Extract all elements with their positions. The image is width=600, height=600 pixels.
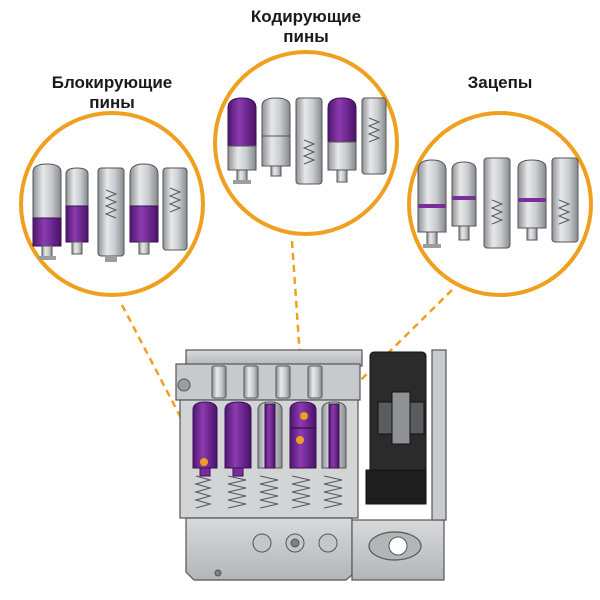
driver-pins-top bbox=[211, 365, 323, 399]
callout-circle-coding bbox=[213, 50, 399, 236]
plug-pin-1 bbox=[192, 401, 218, 469]
label-blocking-pins: Блокирующие пины bbox=[52, 73, 173, 112]
bottom-holes bbox=[214, 533, 338, 577]
coding-pins-group bbox=[227, 97, 387, 185]
label-coding-line2: пины bbox=[283, 27, 329, 46]
callout-circle-hooks bbox=[407, 111, 593, 297]
cam-assembly bbox=[351, 349, 447, 581]
blocking-pins-group bbox=[32, 163, 188, 262]
label-blocking-line2: пины bbox=[89, 93, 135, 112]
plug-pin-2 bbox=[224, 401, 252, 469]
springs bbox=[193, 475, 343, 509]
hooks-group bbox=[417, 157, 579, 249]
cylinder-upper-housing bbox=[175, 363, 361, 401]
callout-dots bbox=[200, 412, 308, 466]
label-coding-pins: Кодирующие пины bbox=[251, 7, 361, 46]
cam-housing-side bbox=[431, 349, 447, 521]
plug-pin-4 bbox=[289, 401, 317, 469]
callout-circle-blocking bbox=[19, 111, 205, 297]
label-hooks: Зацепы bbox=[468, 73, 533, 92]
label-blocking-line1: Блокирующие bbox=[52, 73, 173, 92]
label-hooks-line1: Зацепы bbox=[468, 73, 533, 92]
plug-pins bbox=[192, 401, 347, 477]
cylinder-screw-hole bbox=[177, 378, 191, 392]
label-coding-line1: Кодирующие bbox=[251, 7, 361, 26]
